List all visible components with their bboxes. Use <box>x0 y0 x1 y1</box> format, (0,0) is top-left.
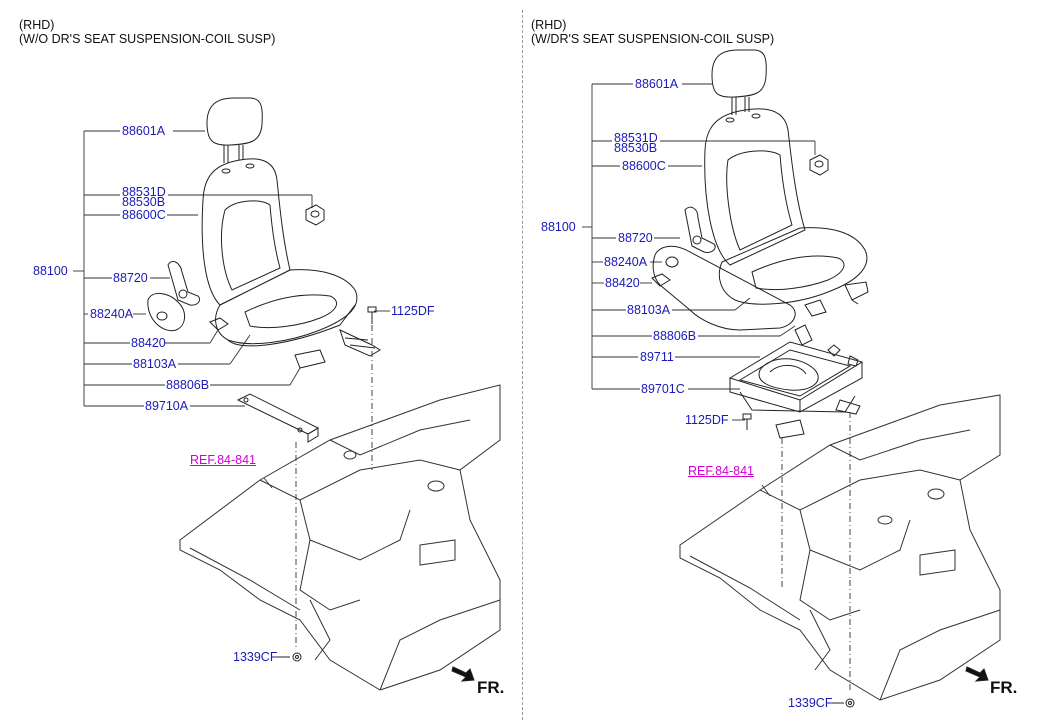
right-part-89711[interactable]: 89711 <box>640 350 674 364</box>
left-recliner-shape <box>147 261 201 332</box>
left-knob-shape <box>305 204 325 226</box>
left-header-variant: (W/O DR'S SEAT SUSPENSION-COIL SUSP) <box>19 32 276 46</box>
right-header-rhd: (RHD) <box>531 18 567 32</box>
right-part-88600C[interactable]: 88600C <box>622 159 666 173</box>
left-part-88720[interactable]: 88720 <box>113 271 148 285</box>
left-front-label: FR. <box>477 678 505 697</box>
right-part-88720[interactable]: 88720 <box>618 231 653 245</box>
right-fr-arrow <box>965 666 989 682</box>
right-cushion-shape <box>718 227 868 305</box>
right-part-89701C[interactable]: 89701C <box>641 382 685 396</box>
left-backrest-shape <box>201 158 291 306</box>
left-part-88100[interactable]: 88100 <box>33 264 68 278</box>
left-bolt-shape <box>367 306 377 324</box>
left-rails-shape <box>294 329 381 369</box>
left-leader-lines <box>73 130 390 489</box>
right-part-88100[interactable]: 88100 <box>541 220 576 234</box>
left-cushion-shape <box>215 269 358 347</box>
right-leader-lines <box>582 83 816 497</box>
left-part-1339CF[interactable]: 1339CF <box>233 650 278 664</box>
right-part-88420[interactable]: 88420 <box>605 276 640 290</box>
right-part-88240A[interactable]: 88240A <box>604 255 648 269</box>
right-trim-shape <box>651 273 671 287</box>
left-part-88600C[interactable]: 88600C <box>122 208 166 222</box>
left-part-88240A[interactable]: 88240A <box>90 307 134 321</box>
right-rails-shape <box>794 281 869 346</box>
right-ref-link[interactable]: REF.84-841 <box>688 464 755 478</box>
right-part-88531D[interactable]: 88531D <box>614 131 658 145</box>
right-part-1339CF[interactable]: 1339CF <box>788 696 833 710</box>
left-part-88103A[interactable]: 88103A <box>133 357 177 371</box>
right-recliner-shape <box>652 206 796 331</box>
right-front-label: FR. <box>990 678 1018 697</box>
left-trim-shape <box>209 317 229 331</box>
right-backrest-shape <box>704 108 806 266</box>
right-bolt-shape <box>742 413 752 430</box>
left-part-88531D[interactable]: 88531D <box>122 185 166 199</box>
left-part-1125DF[interactable]: 1125DF <box>391 304 435 318</box>
panel-divider <box>522 10 523 720</box>
right-part-88601A[interactable]: 88601A <box>635 77 679 91</box>
right-part-1125DF[interactable]: 1125DF <box>685 413 729 427</box>
right-part-88806B[interactable]: 88806B <box>653 329 697 343</box>
right-floor-pan-shape <box>679 394 1001 701</box>
left-part-88601A[interactable]: 88601A <box>122 124 166 138</box>
left-ref-link[interactable]: REF.84-841 <box>190 453 257 467</box>
left-part-88806B[interactable]: 88806B <box>166 378 210 392</box>
left-part-88530B[interactable]: 88530B <box>122 195 166 209</box>
right-header-variant: (W/DR'S SEAT SUSPENSION-COIL SUSP) <box>531 32 775 46</box>
right-headrest-shape <box>711 49 767 115</box>
right-part-88530B[interactable]: 88530B <box>614 141 658 155</box>
left-part-88420[interactable]: 88420 <box>131 336 166 350</box>
left-headrest-shape <box>206 97 263 163</box>
left-fr-arrow <box>451 666 475 682</box>
left-header-rhd: (RHD) <box>19 18 55 32</box>
right-knob-shape <box>809 154 829 176</box>
right-suspension-shape <box>728 341 864 439</box>
right-part-88103A[interactable]: 88103A <box>627 303 671 317</box>
right-nut-shape <box>832 698 855 708</box>
left-part-89710A[interactable]: 89710A <box>145 399 189 413</box>
left-nut-shape <box>276 652 302 662</box>
left-bracket-shape <box>236 393 320 443</box>
left-floor-pan-shape <box>179 384 501 691</box>
